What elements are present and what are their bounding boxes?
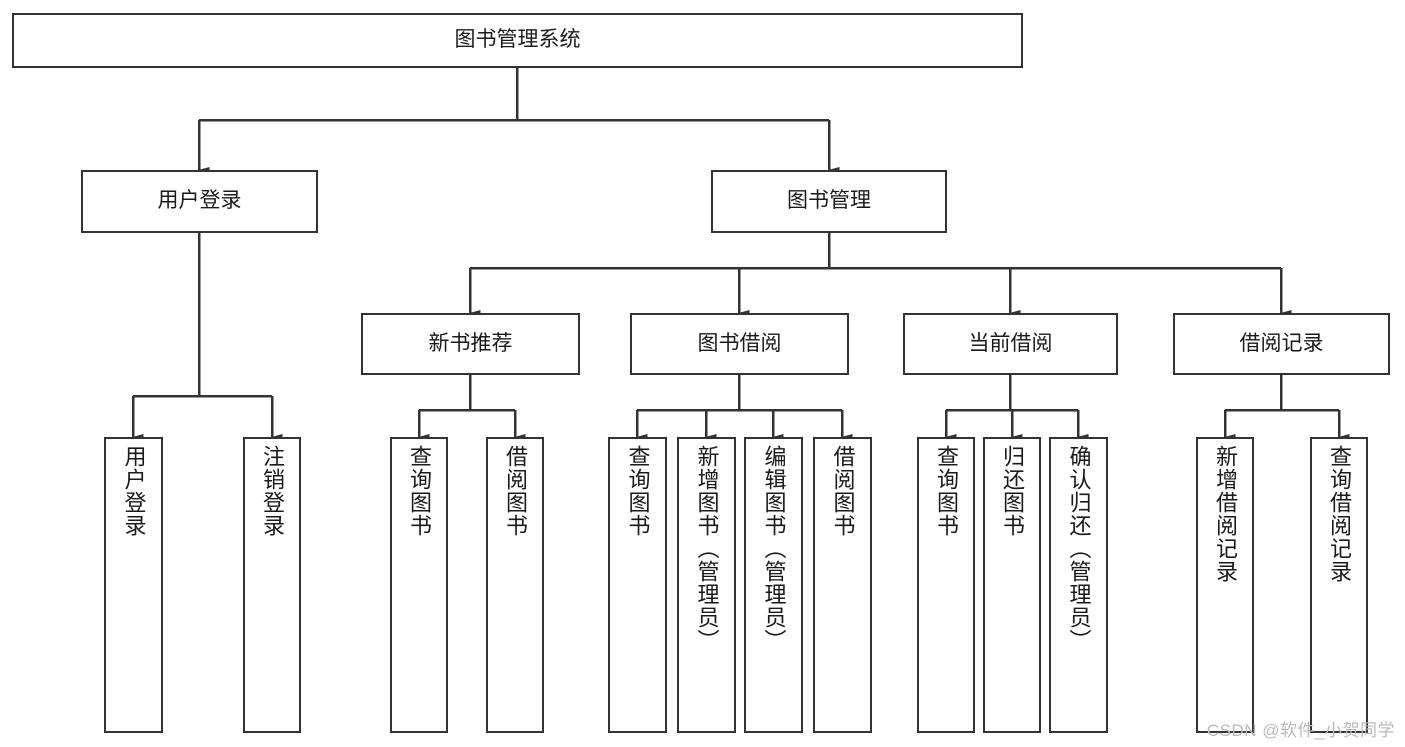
node-label: 借阅图书 [830, 445, 856, 537]
node-label: 新增图书（管理员） [694, 445, 720, 652]
node-user-login[interactable]: 用户登录 [81, 170, 318, 233]
node-leaf-bb-borrow[interactable]: 借阅图书 [813, 437, 872, 733]
node-leaf-user-login[interactable]: 用户登录 [104, 437, 163, 733]
node-label: 图书管理系统 [454, 28, 581, 52]
node-label: 查询借阅记录 [1327, 445, 1352, 583]
node-label: 新书推荐 [428, 331, 513, 355]
node-leaf-rec-borrow[interactable]: 借阅图书 [486, 437, 544, 733]
node-leaf-br-add[interactable]: 新增借阅记录 [1196, 437, 1254, 733]
node-label: 查询图书 [407, 445, 432, 537]
node-book-borrow[interactable]: 图书借阅 [630, 313, 849, 375]
node-new-book-rec[interactable]: 新书推荐 [361, 313, 580, 375]
node-label: 图书管理 [787, 189, 871, 213]
node-label: 用户登录 [121, 445, 147, 537]
node-leaf-rec-query[interactable]: 查询图书 [390, 437, 448, 733]
node-book-manage[interactable]: 图书管理 [711, 170, 947, 233]
node-leaf-cb-return[interactable]: 归还图书 [983, 437, 1041, 733]
node-root[interactable]: 图书管理系统 [12, 13, 1023, 68]
node-leaf-br-query[interactable]: 查询借阅记录 [1310, 437, 1368, 733]
node-borrow-record[interactable]: 借阅记录 [1173, 313, 1390, 375]
node-label: 确认归还（管理员） [1066, 445, 1092, 652]
node-label: 新增借阅记录 [1213, 445, 1238, 583]
node-label: 当前借阅 [968, 331, 1053, 355]
node-current-borrow[interactable]: 当前借阅 [903, 313, 1118, 375]
node-leaf-bb-add[interactable]: 新增图书（管理员） [677, 437, 736, 733]
node-label: 借阅记录 [1239, 331, 1324, 355]
node-leaf-user-logout[interactable]: 注销登录 [243, 437, 301, 733]
node-leaf-cb-query[interactable]: 查询图书 [917, 437, 975, 733]
node-label: 查询图书 [934, 445, 959, 537]
node-label: 归还图书 [1000, 445, 1025, 537]
watermark-text: CSDN @软件_小贺同学 [1206, 721, 1395, 740]
node-leaf-bb-query[interactable]: 查询图书 [608, 437, 667, 733]
node-label: 借阅图书 [503, 445, 528, 537]
node-label: 查询图书 [625, 445, 651, 537]
node-leaf-cb-confirm[interactable]: 确认归还（管理员） [1049, 437, 1108, 733]
node-label: 图书借阅 [697, 331, 782, 355]
node-label: 注销登录 [260, 445, 285, 537]
node-label: 编辑图书（管理员） [761, 445, 787, 652]
node-label: 用户登录 [157, 189, 242, 213]
node-leaf-bb-edit[interactable]: 编辑图书（管理员） [744, 437, 803, 733]
